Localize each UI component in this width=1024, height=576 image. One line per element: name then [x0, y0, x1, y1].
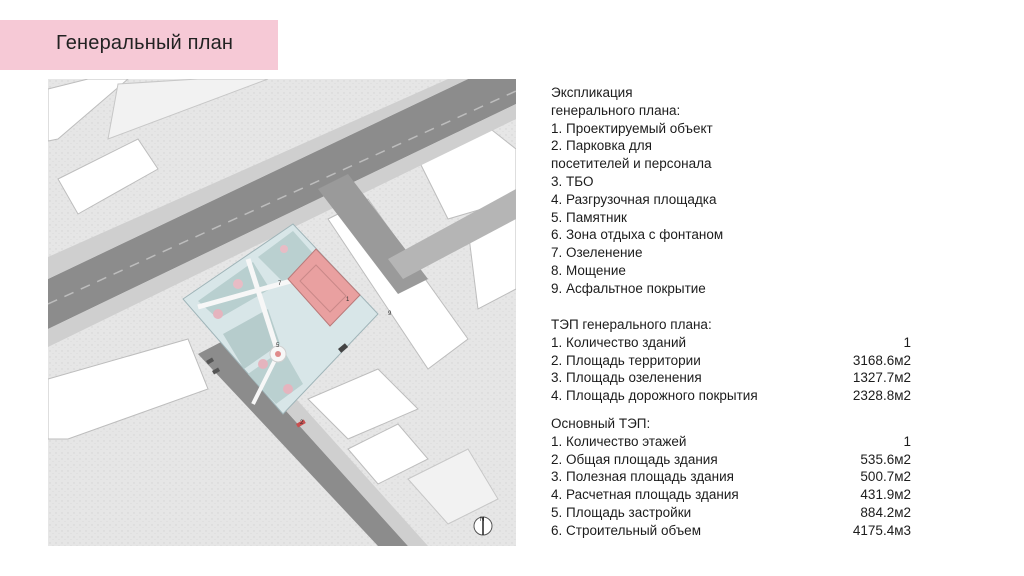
tree — [283, 384, 293, 394]
row-label: 4. Площадь дорожного покрытия — [551, 388, 758, 404]
title-banner — [0, 20, 278, 70]
legend-item: 1. Проектируемый объект — [551, 120, 713, 136]
site-plan-drawing: 1 7 5 2 9 N — [48, 79, 516, 546]
legend-item: 5. Памятник — [551, 209, 627, 225]
table-row: 2. Общая площадь здания 535.6м2 — [551, 451, 911, 469]
neighbour-building — [407, 448, 499, 525]
parking-stall — [212, 367, 221, 375]
site-plan-image: 1 7 5 2 9 N — [48, 79, 516, 546]
tree — [213, 309, 223, 319]
greenery — [223, 309, 280, 369]
marker-9: 9 — [388, 311, 392, 317]
tep-main-table: Основный ТЭП: 1. Количество этажей 1 2. О… — [551, 415, 911, 540]
row-label: 5. Площадь застройки — [551, 504, 692, 520]
marker-5: 5 — [276, 343, 280, 349]
table-row: 1. Количество зданий 1 — [551, 334, 911, 352]
designed-building — [287, 248, 361, 327]
side-road — [198, 341, 408, 546]
marker-1: 1 — [346, 297, 350, 303]
neighbour-building — [307, 368, 419, 440]
table-row: 3. Полезная площадь здания 500.7м2 — [551, 468, 911, 486]
monument — [275, 351, 281, 357]
row-value: 1327.7м2 — [852, 370, 911, 386]
row-value: 535.6м2 — [860, 451, 911, 467]
row-label: 1. Количество этажей — [551, 433, 687, 449]
tree — [280, 245, 288, 253]
table-row: 6. Строительный объем 4175.4м3 — [551, 522, 911, 540]
legend-item: посетителей и персонала — [551, 156, 712, 172]
waste-bin — [338, 343, 349, 353]
row-label: 3. Площадь озеленения — [551, 370, 702, 386]
legend-item: 4. Разгрузочная площадка — [551, 191, 717, 207]
path — [245, 258, 283, 360]
legend-item: 2. Парковка для — [551, 138, 652, 154]
legend-heading: генерального плана: — [551, 102, 681, 118]
row-label: 1. Количество зданий — [551, 334, 687, 350]
table-row: 3. Площадь озеленения 1327.7м2 — [551, 369, 911, 387]
path — [251, 353, 280, 405]
table-row: 4. Расчетная площадь здания 431.9м2 — [551, 486, 911, 504]
legend-item: 3. ТБО — [551, 173, 594, 189]
row-label: 2. Площадь территории — [551, 352, 701, 368]
row-value: 1 — [903, 433, 911, 449]
driveway — [388, 189, 516, 279]
row-label: 3. Полезная площадь здания — [551, 469, 734, 485]
tree — [258, 359, 268, 369]
car — [296, 419, 306, 428]
legend-item: 7. Озеленение — [551, 245, 643, 261]
explication-legend: Экспликация генерального плана: 1. Проек… — [551, 84, 723, 298]
tree — [233, 279, 243, 289]
table-row: 2. Площадь территории 3168.6м2 — [551, 352, 911, 370]
page-title: Генеральный план — [56, 32, 234, 54]
main-road — [48, 79, 516, 329]
legend-item: 9. Асфальтное покрытие — [551, 280, 706, 296]
table-row: 5. Площадь застройки 884.2м2 — [551, 504, 911, 522]
row-value: 4175.4м3 — [852, 522, 911, 538]
tep-plan-heading: ТЭП генерального плана: — [551, 317, 712, 332]
building-inner — [299, 264, 347, 313]
greenery — [258, 231, 318, 283]
row-label: 6. Строительный объем — [551, 522, 701, 538]
table-row: 4. Площадь дорожного покрытия 2328.8м2 — [551, 387, 911, 405]
row-label: 2. Общая площадь здания — [551, 451, 718, 467]
neighbour-building — [347, 423, 429, 485]
row-label: 4. Расчетная площадь здания — [551, 487, 739, 503]
row-value: 431.9м2 — [860, 487, 911, 503]
tep-plan-table: ТЭП генерального плана: 1. Количество зд… — [551, 316, 911, 405]
north-label: N — [480, 517, 484, 523]
row-value: 1 — [903, 334, 911, 350]
sidewalk — [48, 79, 468, 279]
marker-2: 2 — [300, 420, 304, 426]
neighbour-building — [48, 338, 209, 440]
legend-item: 6. Зона отдыха с фонтаном — [551, 227, 724, 243]
sidewalk — [48, 104, 516, 347]
legend-heading: Экспликация — [551, 85, 633, 100]
row-value: 500.7м2 — [860, 469, 911, 485]
path — [197, 276, 299, 310]
row-value: 3168.6м2 — [852, 352, 911, 368]
road-marking — [48, 90, 516, 305]
marker-7: 7 — [278, 281, 282, 287]
tep-main-heading: Основный ТЭП: — [551, 416, 651, 431]
parking-stall — [206, 357, 215, 365]
neighbour-building — [107, 79, 269, 140]
neighbour-building — [57, 138, 159, 215]
row-value: 884.2м2 — [860, 504, 911, 520]
table-row: 1. Количество этажей 1 — [551, 433, 911, 451]
neighbour-building — [48, 79, 129, 142]
row-value: 2328.8м2 — [852, 388, 911, 404]
legend-item: 8. Мощение — [551, 262, 626, 278]
